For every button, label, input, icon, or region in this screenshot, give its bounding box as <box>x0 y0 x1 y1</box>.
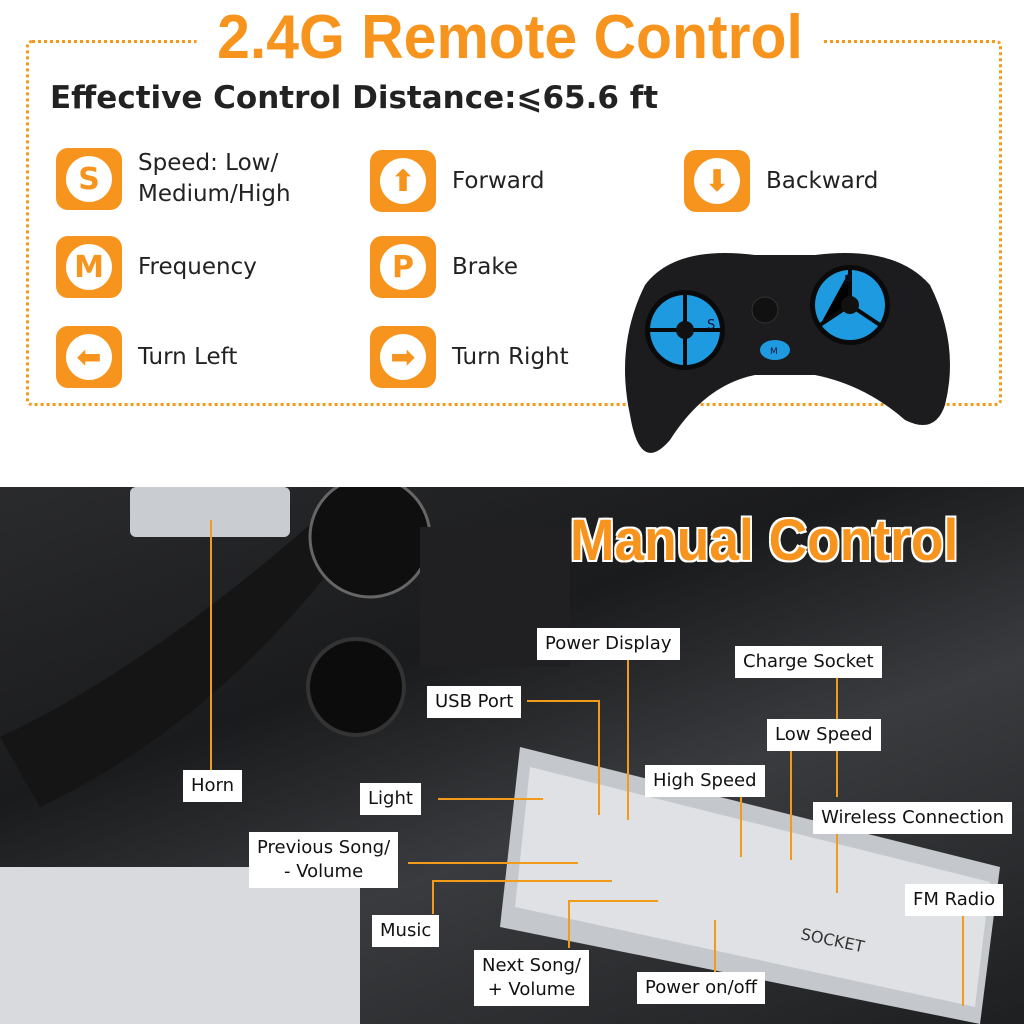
label-usb-port: USB Port <box>427 686 522 718</box>
feature-frequency: M Frequency <box>56 236 257 298</box>
feature-speed: S Speed: Low/ Medium/High <box>56 148 291 210</box>
control-distance: Effective Control Distance:⩽65.6 ft <box>50 80 659 116</box>
dashboard-illustration: SOCKET <box>0 487 1000 1024</box>
remote-s-button: S <box>707 318 715 333</box>
feature-turn-right: ➡ Turn Right <box>370 326 569 388</box>
remote-m-button: M <box>770 347 778 357</box>
label-horn: Horn <box>183 770 243 802</box>
dashboard-photo: SOCKET Manual Control <box>0 487 1024 1024</box>
label-previous-song: Previous Song/ - Volume <box>249 832 399 888</box>
frequency-m-icon: M <box>56 236 122 298</box>
label-charge-socket: Charge Socket <box>735 646 882 678</box>
label-music: Music <box>372 915 440 947</box>
remote-control-image: S P M <box>625 253 950 453</box>
label-light: Light <box>360 783 421 815</box>
feature-backward: ⬇ Backward <box>684 150 878 212</box>
speed-s-icon: S <box>56 148 122 210</box>
arrow-left-icon: ⬅ <box>56 326 122 388</box>
label-high-speed: High Speed <box>645 765 765 797</box>
remote-section: 2.4G Remote Control Effective Control Di… <box>0 0 1024 487</box>
arrow-right-icon: ➡ <box>370 326 436 388</box>
remote-p-button: P <box>844 274 852 289</box>
feature-forward: ⬆ Forward <box>370 150 545 212</box>
label-next-song: Next Song/ + Volume <box>474 950 589 1006</box>
label-power-on-off: Power on/off <box>637 972 766 1004</box>
manual-title: Manual Control <box>570 508 959 573</box>
arrow-down-icon: ⬇ <box>684 150 750 212</box>
feature-brake: P Brake <box>370 236 518 298</box>
feature-turn-left: ⬅ Turn Left <box>56 326 237 388</box>
arrow-up-icon: ⬆ <box>370 150 436 212</box>
label-power-display: Power Display <box>537 628 680 660</box>
label-wireless-connection: Wireless Connection <box>813 802 1012 834</box>
label-low-speed: Low Speed <box>767 719 881 751</box>
label-fm-radio: FM Radio <box>905 884 1004 916</box>
remote-title: 2.4G Remote Control <box>196 2 824 74</box>
brake-p-icon: P <box>370 236 436 298</box>
